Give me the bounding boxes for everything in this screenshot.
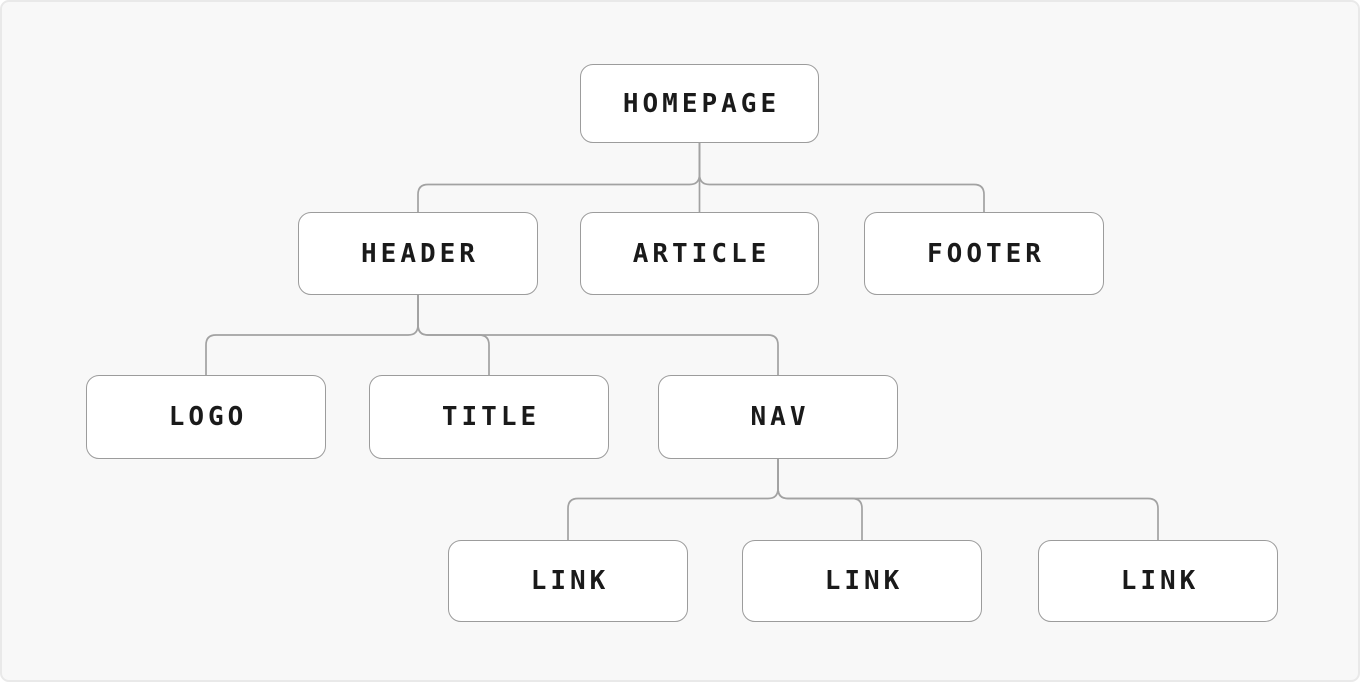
node-homepage: HOMEPAGE	[580, 64, 819, 143]
connector-nav-link1	[567, 459, 779, 540]
node-homepage-label: HOMEPAGE	[622, 88, 781, 119]
node-footer: FOOTER	[864, 212, 1104, 295]
connector-nav-link2	[777, 459, 863, 540]
node-title-label: TITLE	[441, 402, 541, 432]
node-link-1-label: LINK	[530, 566, 610, 596]
node-title: TITLE	[369, 375, 609, 459]
node-link-3-label: LINK	[1120, 566, 1200, 596]
node-header: HEADER	[298, 212, 538, 295]
node-nav: NAV	[658, 375, 898, 459]
connector-nav-link3	[777, 459, 1159, 540]
node-article-label: ARTICLE	[632, 238, 771, 269]
node-link-2: LINK	[742, 540, 982, 622]
connector-header-nav	[417, 295, 779, 375]
node-link-2-label: LINK	[824, 566, 904, 596]
node-footer-label: FOOTER	[927, 238, 1045, 269]
node-link-1: LINK	[448, 540, 688, 622]
node-link-3: LINK	[1038, 540, 1278, 622]
node-logo: LOGO	[86, 375, 326, 459]
node-header-label: HEADER	[361, 238, 479, 269]
node-nav-label: NAV	[750, 402, 810, 432]
connector-homepage-header	[417, 143, 701, 212]
node-article: ARTICLE	[580, 212, 819, 295]
node-logo-label: LOGO	[168, 402, 248, 432]
connector-header-logo	[205, 295, 419, 375]
connector-homepage-footer	[698, 143, 985, 212]
